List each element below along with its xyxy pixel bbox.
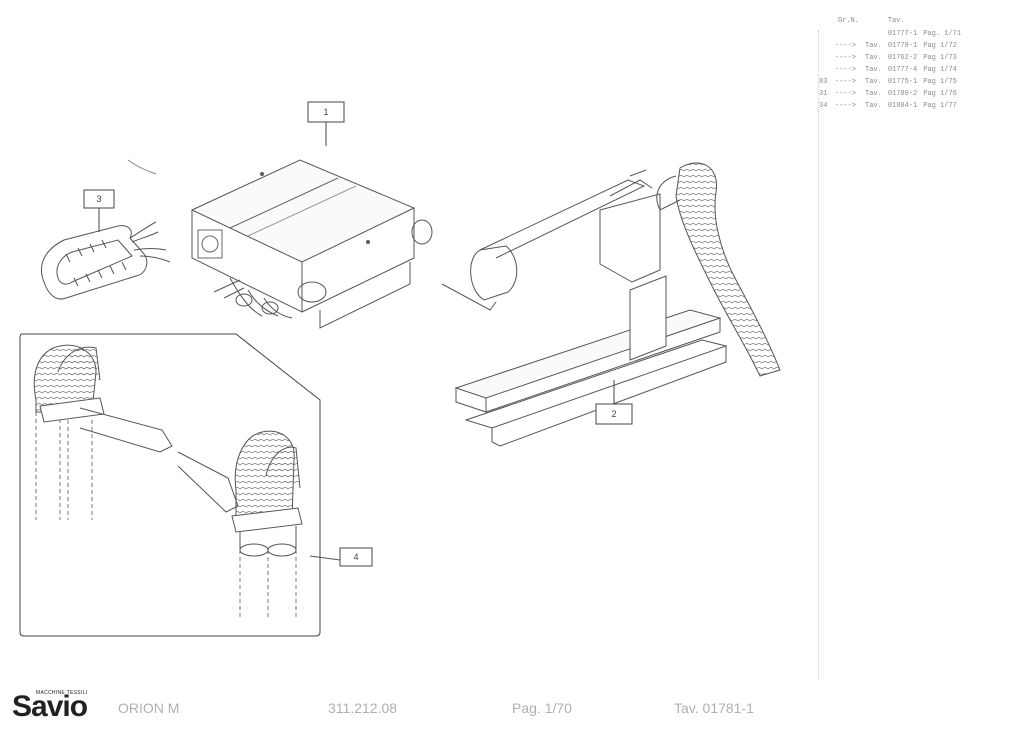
row-page: Pag 1/75: [923, 78, 957, 86]
footer-page: Pag. 1/70: [512, 700, 572, 716]
row-page: Pag 1/72: [923, 42, 957, 50]
row-tav: Tav.: [865, 102, 882, 110]
row-number: 01804-1: [887, 102, 918, 110]
row-page: Pag 1/76: [923, 90, 957, 98]
row-number: 01777-1: [887, 30, 918, 38]
callout-3-label: 3: [96, 194, 101, 204]
row-number: 01777-4: [887, 66, 918, 74]
table-row: 83 ----> Tav. 01775-1 Pag 1/75: [816, 76, 964, 88]
table-row: ----> Tav. 01778-1 Pag 1/72: [816, 40, 964, 52]
row-arrow: ---->: [835, 78, 857, 86]
row-page: Pag 1/73: [923, 54, 957, 62]
table-row: 31 ----> Tav. 01780-2 Pag 1/76: [816, 88, 964, 100]
row-group: [816, 52, 832, 64]
row-tav: Tav.: [865, 42, 882, 50]
row-number: 01775-1: [887, 78, 918, 86]
cable-chain-assembly: [41, 159, 171, 300]
callout-3: 3: [83, 189, 115, 232]
row-arrow: ---->: [835, 54, 857, 62]
page-footer: MACCHINE TESSILI Savio ORION M 311.212.0…: [0, 684, 1024, 724]
header-cell-tav: Tav.: [887, 17, 905, 25]
row-arrow: [832, 28, 862, 40]
row-group: [816, 64, 832, 76]
callout-2-label: 2: [611, 409, 616, 419]
table-row: 34 ----> Tav. 01804-1 Pag 1/77: [816, 100, 964, 112]
callout-4-label: 4: [353, 552, 358, 562]
row-group: [816, 28, 832, 40]
callout-1: 1: [307, 101, 345, 146]
callout-4: 4: [339, 547, 373, 567]
technical-drawing: 1 2 3 4: [19, 101, 781, 637]
row-tav: [862, 28, 885, 40]
rail-hose-assembly: [441, 162, 781, 447]
table-row: ----> Tav. 01762-2 Pag 1/73: [816, 52, 964, 64]
row-page: Pag 1/74: [923, 66, 957, 74]
header-cell-group: Gr.N.: [838, 17, 860, 25]
row-tav: Tav.: [865, 66, 882, 74]
savio-logo: MACCHINE TESSILI Savio: [12, 688, 108, 723]
row-page: Pag 1/77: [923, 102, 957, 110]
logo-tagline: MACCHINE TESSILI: [36, 690, 88, 696]
callout-2: 2: [595, 380, 633, 425]
callout-1-label: 1: [323, 107, 328, 117]
reference-table-header: Gr.N. Tav.: [816, 14, 964, 28]
control-box-assembly: [190, 159, 433, 329]
footer-model: ORION M: [118, 700, 180, 716]
table-row: 01777-1 Pag. 1/71: [816, 28, 964, 40]
row-arrow: ---->: [835, 42, 857, 50]
table-row: ----> Tav. 01777-4 Pag 1/74: [816, 64, 964, 76]
logo-wordmark: Savio: [12, 690, 88, 723]
row-tav: Tav.: [865, 54, 882, 62]
table-divider: [818, 30, 819, 680]
footer-table-ref: Tav. 01781-1: [674, 700, 754, 716]
reference-table: Gr.N. Tav. 01777-1 Pag. 1/71 ----> Tav. …: [816, 14, 964, 112]
row-tav: Tav.: [865, 90, 882, 98]
row-tav: Tav.: [865, 78, 882, 86]
row-arrow: ---->: [835, 102, 857, 110]
row-number: 01778-1: [887, 42, 918, 50]
row-group: 31: [819, 90, 828, 98]
row-arrow: ---->: [835, 90, 857, 98]
footer-code: 311.212.08: [328, 700, 398, 716]
row-page: Pag. 1/71: [923, 30, 962, 38]
row-number: 01780-2: [887, 90, 918, 98]
row-number: 01762-2: [887, 54, 918, 62]
row-group: 34: [819, 102, 828, 110]
row-group: [816, 40, 832, 52]
row-group: 83: [819, 78, 828, 86]
hose-detail-assembly: [19, 333, 341, 637]
row-arrow: ---->: [835, 66, 857, 74]
